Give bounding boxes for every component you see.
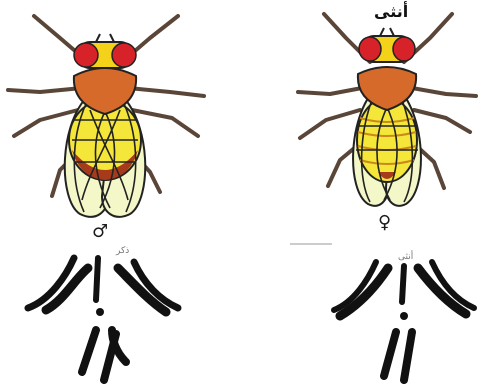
male-dot-chromosome [96, 308, 104, 316]
female-title: أنثى [374, 2, 408, 21]
male-fly-right-eye [112, 43, 136, 67]
female-karyotype [334, 262, 474, 380]
male-fly-left-eye [74, 43, 98, 67]
male-x-chromosome [96, 258, 98, 300]
male-chromosome-lower-left [82, 330, 96, 372]
female-fly-antennae [380, 28, 394, 36]
female-chromosome-pair-left-outer [340, 268, 388, 316]
male-fly [8, 16, 204, 217]
female-dot-chromosome [400, 312, 408, 320]
female-fly-right-eye [393, 37, 415, 61]
male-chromosome-pair-left-inner [28, 258, 74, 308]
female-chromosome-caption: أنثى [398, 252, 413, 262]
male-karyotype [28, 258, 178, 380]
male-chromosome-caption: ذكر [116, 246, 129, 256]
female-x-chromosome-a [402, 266, 404, 302]
male-symbol: ♂ [92, 221, 108, 242]
male-fly-antennae [96, 34, 114, 42]
female-chromosome-lower-right [404, 332, 412, 380]
female-symbol: ♀ [378, 212, 391, 233]
female-fly [298, 14, 476, 206]
female-chromosome-lower-left [384, 332, 396, 376]
female-fly-left-eye [359, 37, 381, 61]
